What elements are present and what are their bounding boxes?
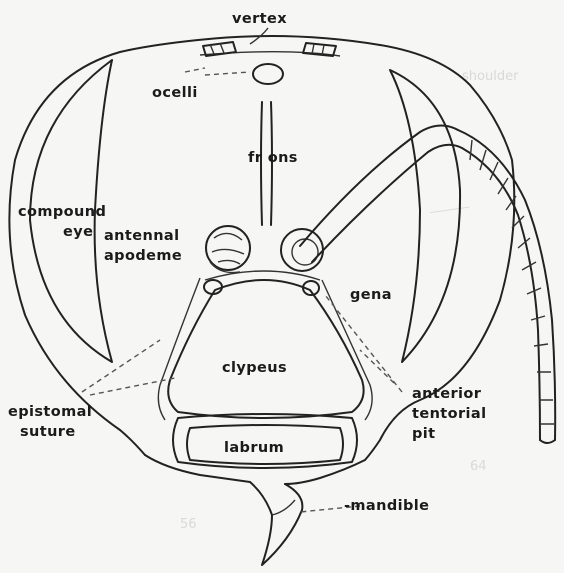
label-gena: gena (350, 287, 392, 303)
mandibles (145, 455, 365, 565)
label-anterior-tentorial-pit-3: pit (412, 426, 435, 442)
label-epistomal-suture-1: epistomal (8, 404, 92, 420)
label-epistomal-suture-2: suture (20, 424, 76, 440)
svg-text:shoulder: shoulder (462, 69, 519, 84)
svg-text:______: ______ (427, 194, 469, 214)
label-anterior-tentorial-pit-2: tentorial (412, 406, 486, 422)
right-antennal-socket (281, 229, 323, 271)
label-vertex: vertex (232, 11, 287, 27)
label-antennal-apodeme-1: antennal (104, 228, 179, 244)
label-compound-eye-1: compound (18, 204, 106, 220)
clypeus-outline (168, 280, 363, 418)
left-antennal-socket (206, 226, 250, 273)
lateral-ocelli (203, 42, 336, 56)
svg-text:56: 56 (180, 517, 197, 532)
label-mandible: -mandible (344, 498, 429, 514)
label-anterior-tentorial-pit-1: anterior (412, 386, 482, 402)
median-ocellus (253, 64, 283, 84)
epistomal-suture-line (158, 271, 372, 420)
label-compound-eye-2: eye (63, 224, 93, 240)
label-clypeus: clypeus (222, 360, 287, 376)
label-antennal-apodeme-2: apodeme (104, 248, 182, 264)
label-frons: fr ons (248, 150, 298, 166)
svg-text:64: 64 (470, 459, 487, 474)
label-labrum: labrum (224, 440, 284, 456)
right-compound-eye (390, 70, 460, 362)
label-ocelli: ocelli (152, 85, 198, 101)
